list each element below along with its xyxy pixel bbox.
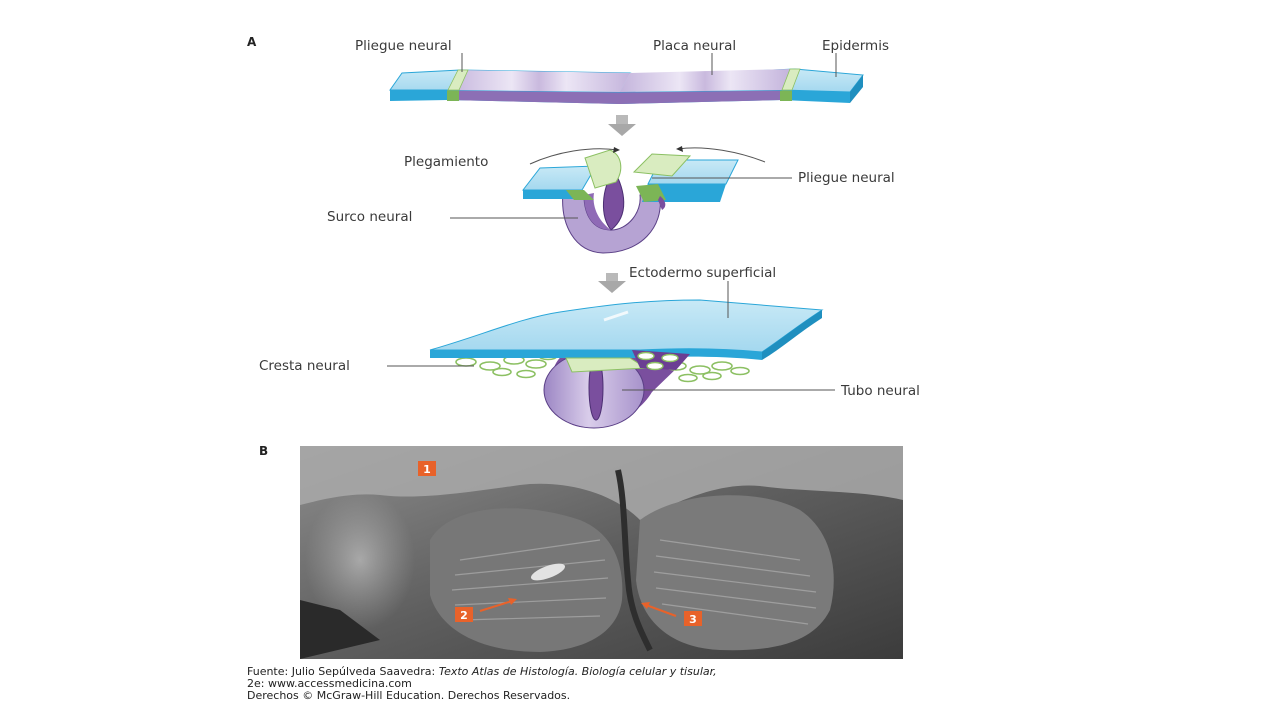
ectoderm-highlight: [603, 310, 629, 322]
label-epidermis: Epidermis: [822, 38, 889, 54]
plate-front-purple: [448, 90, 782, 104]
source-line-1: Fuente: Julio Sepúlveda Saavedra: Texto …: [247, 666, 1007, 678]
panel-a-letter: A: [247, 35, 257, 49]
groove-left-epidermis: [521, 165, 597, 191]
crest-cells-on-tube: [637, 351, 679, 371]
panel-b-letter: B: [259, 444, 268, 458]
plate-front-fold-right: [780, 89, 792, 101]
micrograph-dark-corner: [300, 600, 380, 659]
neural-plate-top-left: [448, 70, 630, 92]
marker-3-arrowhead: [641, 602, 650, 609]
ectoderm-front-edge: [430, 348, 762, 360]
micrograph-left-texture: [305, 490, 415, 630]
groove-inner-left: [584, 193, 611, 230]
groove-left-edge: [523, 190, 582, 199]
marker-3-arrow: [645, 604, 677, 617]
groove-left-fold-green: [566, 190, 594, 200]
groove-right-fold-green: [636, 184, 666, 202]
plate-side-face: [850, 75, 863, 103]
plate-front-fold-left: [447, 89, 459, 101]
folding-arrowhead-right: [676, 146, 683, 152]
micrograph-ectoderm: [300, 446, 903, 520]
micrograph-striations: [451, 539, 817, 625]
down-arrow-2: [598, 273, 626, 293]
marker-1-badge: [418, 461, 436, 476]
neural-tube-stage: [429, 299, 824, 429]
folding-arrow-left: [529, 148, 619, 165]
marker-2-number: 2: [460, 609, 468, 622]
folding-arrow-right: [677, 147, 766, 163]
folding-arrowhead-left: [613, 147, 620, 153]
micrograph-neural-groove: [615, 469, 653, 652]
marker-2-arrowhead: [508, 598, 517, 605]
neural-plate-top-right: [620, 69, 790, 92]
label-neural-groove: Surco neural: [327, 209, 412, 225]
marker-1-number: 1: [423, 463, 431, 476]
marker-2-badge: [455, 607, 473, 622]
neural-groove-stage: [521, 149, 739, 254]
source-line-3: Derechos © McGraw-Hill Education. Derech…: [247, 689, 571, 702]
label-surface-ectoderm: Ectodermo superficial: [629, 265, 776, 281]
micrograph-left-fold: [430, 508, 623, 652]
sem-micrograph: 1 2 3: [300, 446, 903, 659]
source-credit: Fuente: Julio Sepúlveda Saavedra: Texto …: [247, 666, 1007, 702]
ectoderm-side-edge: [762, 310, 822, 360]
groove-right-purple-tip: [658, 196, 666, 210]
micrograph-right-fold: [636, 495, 834, 651]
micrograph-bright-spot: [530, 563, 566, 581]
source-line-2: 2e: www.accessmedicina.com: [247, 677, 412, 690]
source-title: Texto Atlas de Histología. Biología celu…: [438, 665, 717, 678]
groove-right-fold-top: [632, 153, 692, 177]
neural-plate-stage: [389, 68, 864, 104]
marker-3-number: 3: [689, 613, 697, 626]
source-author: Fuente: Julio Sepúlveda Saavedra:: [247, 665, 439, 678]
marker-3-badge: [684, 611, 702, 626]
surface-ectoderm-sheet: [429, 299, 824, 353]
label-neural-crest: Cresta neural: [259, 358, 350, 374]
label-neural-fold-top: Pliegue neural: [355, 38, 452, 54]
marker-2-arrow: [479, 600, 513, 612]
neural-fold-strip-right: [781, 68, 801, 91]
neural-fold-strip-left: [447, 69, 469, 91]
label-neural-tube: Tubo neural: [840, 383, 920, 399]
label-folding: Plegamiento: [404, 154, 488, 170]
label-neural-fold-mid: Pliegue neural: [798, 170, 895, 186]
down-arrow-1: [608, 115, 636, 136]
groove-left-fold-top: [584, 149, 622, 189]
label-neural-plate: Placa neural: [653, 38, 736, 54]
